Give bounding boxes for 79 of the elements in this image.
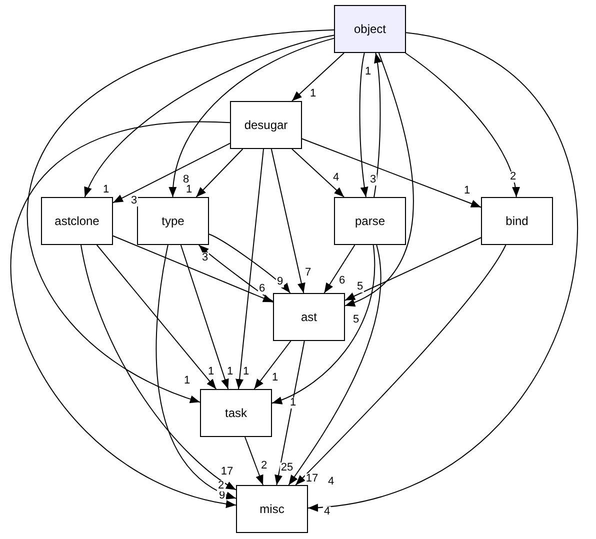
edge-label: 1: [184, 184, 194, 196]
edge-label: 1: [242, 366, 250, 378]
dependency-arrow: [359, 52, 368, 198]
directory-name: object: [354, 22, 386, 36]
edge-label: 17: [304, 474, 320, 484]
dependency-arrow: [244, 436, 264, 486]
edge-label: 2: [216, 480, 226, 492]
directory-box: [334, 197, 406, 245]
directory-name: type: [162, 214, 184, 228]
edge-label: 4: [332, 172, 340, 184]
dependency-arrow: [84, 34, 334, 198]
dependency-arrow: [80, 244, 236, 490]
edge-label: 3: [368, 174, 378, 186]
edge-label: 2: [260, 460, 268, 472]
dependency-arrow: [295, 244, 506, 486]
directory-name: parse: [354, 214, 386, 228]
dependency-arrow: [180, 244, 229, 390]
dependency-arrow: [198, 244, 274, 302]
dependency-arrow: [112, 235, 274, 303]
edge-label: 17: [220, 466, 234, 478]
dependency-arrow: [404, 52, 520, 198]
edge-label: 1: [308, 88, 318, 100]
dependency-arrow: [292, 148, 344, 198]
edge-label: 9: [276, 276, 284, 288]
dependency-arrow: [308, 32, 578, 511]
dependency-arrow: [344, 237, 482, 301]
edge-label: 7: [304, 268, 312, 278]
edge-label: 1: [364, 66, 372, 78]
directory-name: misc: [260, 502, 284, 516]
directory-box: [481, 197, 553, 245]
directory-name: bind: [506, 214, 528, 228]
dependency-arrow: [112, 142, 230, 204]
directory-name: ast: [300, 310, 317, 324]
edge-label: 25: [280, 462, 294, 474]
dependency-arrow: [288, 244, 381, 486]
dependency-arrow: [156, 244, 236, 499]
dependency-arrow: [254, 340, 292, 390]
directory-box: [137, 197, 209, 245]
edge-label: 8: [182, 174, 190, 186]
dependency-arrow: [302, 138, 482, 208]
edge-label: 6: [258, 284, 266, 294]
dependency-arrow: [170, 38, 334, 198]
directory-box: [334, 5, 406, 53]
edge-label: 5: [352, 314, 360, 326]
dependency-arrow: [292, 52, 344, 102]
dependency-arrow: [272, 244, 376, 404]
edge-label: 4: [322, 506, 332, 518]
directory-box: [230, 101, 302, 149]
dependency-arrow: [374, 52, 382, 198]
dependency-arrow: [208, 234, 291, 294]
dependency-arrow: [236, 148, 264, 390]
edge-label: 1: [206, 366, 216, 378]
edge-label: 2: [508, 172, 518, 182]
dependency-arrow: [11, 122, 236, 507]
directory-name: astclone: [54, 214, 100, 228]
dependency-arrow: [28, 29, 334, 403]
dependency-arrow: [344, 52, 414, 306]
dependency-arrow: [270, 148, 306, 294]
edge-label: 6: [338, 276, 346, 286]
directory-box: [41, 197, 113, 245]
dependency-arrow: [196, 148, 244, 198]
directory-box: [273, 293, 345, 341]
edge-label: 4: [326, 476, 336, 488]
edge-label: 3: [200, 252, 210, 264]
edge-label: 1: [462, 186, 472, 196]
directory-box: [200, 389, 272, 437]
edge-label: 1: [182, 376, 192, 386]
directory-name: task: [224, 406, 247, 420]
directory-box: [236, 485, 308, 533]
edge-label: 1: [270, 372, 280, 384]
edge-label: 5: [356, 282, 364, 292]
dependency-arrow: [96, 244, 217, 390]
edge-label: 1: [288, 398, 298, 408]
dependency-arrow: [324, 244, 356, 294]
edge-label: 1: [226, 366, 234, 378]
dependency-arrow: [274, 340, 305, 486]
edge-label: 1: [102, 184, 110, 196]
directory-name: desugar: [244, 118, 288, 132]
edge-label: 3: [130, 196, 138, 206]
